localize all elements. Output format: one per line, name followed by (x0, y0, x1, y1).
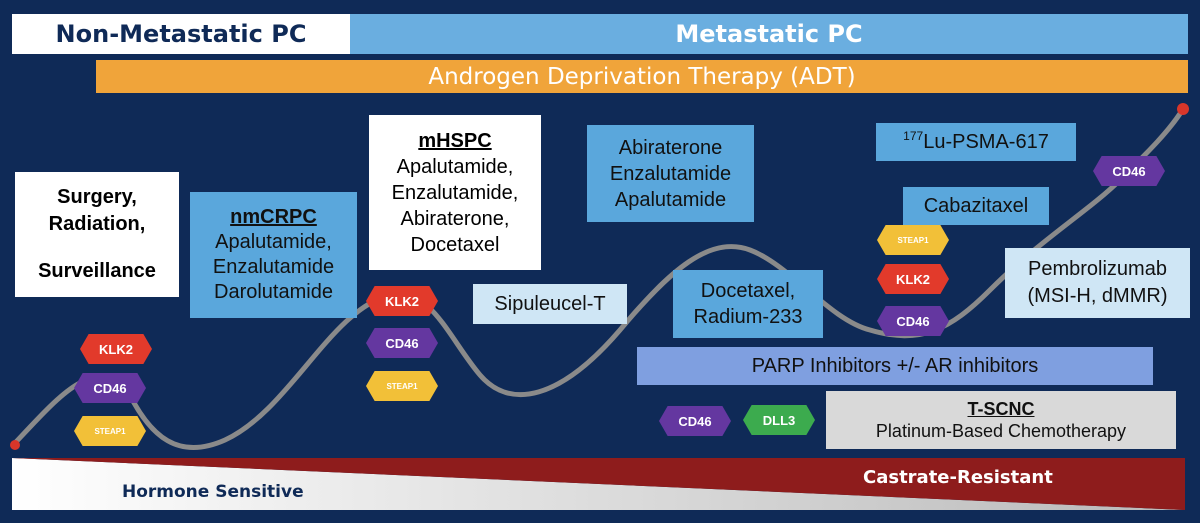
cd46-hexagon: CD46 (877, 306, 949, 336)
nmcrpc-drug: Darolutamide (214, 281, 333, 303)
lu-psma-box: 177 Lu-PSMA-617 (876, 123, 1076, 161)
sipuleucel-box: Sipuleucel-T (473, 284, 627, 324)
cabazitaxel-box: Cabazitaxel (903, 187, 1049, 225)
klk2-hexagon: KLK2 (366, 286, 438, 316)
docetaxel-radium-line: Docetaxel, (700, 280, 796, 302)
hormone-sensitive-label: Hormone Sensitive (122, 482, 304, 502)
pembrolizumab-line: Pembrolizumab (1028, 258, 1167, 280)
mhspc-drug: Apalutamide, (396, 155, 514, 178)
castrate-resistant-label: Castrate-Resistant (863, 467, 1053, 488)
mhspc-drug: Docetaxel (410, 233, 500, 256)
mhspc-box: mHSPC Apalutamide, Enzalutamide, Abirate… (369, 115, 541, 270)
docetaxel-radium-line: Radium-233 (693, 306, 803, 328)
abiraterone-box: Abiraterone Enzalutamide Apalutamide (587, 125, 754, 222)
dll3-hexagon: DLL3 (743, 405, 815, 435)
abiraterone-drug: Enzalutamide (609, 162, 732, 185)
local-therapy-line: Surveillance (38, 260, 156, 282)
local-therapy-line: Surgery, (57, 186, 137, 208)
cd46-hexagon: CD46 (366, 328, 438, 358)
steap1-hexagon: STEAP1 (877, 225, 949, 255)
klk2-hexagon: KLK2 (80, 334, 152, 364)
pembrolizumab-box: Pembrolizumab (MSI-H, dMMR) (1005, 248, 1190, 318)
castrate-resistant-wedge (12, 458, 1185, 510)
mhspc-drug: Abiraterone, (400, 207, 510, 230)
cd46-hexagon: CD46 (659, 406, 731, 436)
lu-psma-isotope: 177 (903, 129, 924, 143)
tscnc-box: T-SCNC Platinum-Based Chemotherapy (826, 391, 1176, 449)
steap1-hexagon: STEAP1 (366, 371, 438, 401)
abiraterone-drug: Abiraterone (618, 136, 723, 159)
cd46-hexagon: CD46 (1093, 156, 1165, 186)
tscnc-title: T-SCNC (967, 399, 1035, 419)
nmcrpc-drug: Enzalutamide (212, 256, 335, 278)
tscnc-subtitle: Platinum-Based Chemotherapy (875, 421, 1127, 441)
docetaxel-radium-box: Docetaxel, Radium-233 (673, 270, 823, 338)
nmcrpc-box: nmCRPC Apalutamide, Enzalutamide Darolut… (190, 192, 357, 318)
pembrolizumab-line: (MSI-H, dMMR) (1027, 285, 1168, 307)
non-metastatic-header: Non-Metastatic PC (12, 14, 350, 54)
lu-psma-text: Lu-PSMA-617 (923, 130, 1049, 153)
local-therapy-line: Radiation, (48, 213, 146, 235)
klk2-hexagon: KLK2 (877, 264, 949, 294)
local-therapy-box: Surgery, Radiation, Surveillance (15, 172, 179, 297)
abiraterone-drug: Apalutamide (614, 188, 727, 211)
mhspc-drug: Enzalutamide, (391, 181, 519, 204)
nmcrpc-title: nmCRPC (230, 206, 317, 228)
parp-bar: PARP Inhibitors +/- AR inhibitors (637, 347, 1153, 385)
curve-end-dot (1177, 103, 1189, 115)
steap1-hexagon: STEAP1 (74, 416, 146, 446)
curve-start-dot (10, 440, 20, 450)
nmcrpc-drug: Apalutamide, (215, 231, 332, 253)
metastatic-header: Metastatic PC (350, 14, 1188, 54)
mhspc-title: mHSPC (418, 129, 492, 152)
cd46-hexagon: CD46 (74, 373, 146, 403)
adt-bar: Androgen Deprivation Therapy (ADT) (96, 60, 1188, 93)
